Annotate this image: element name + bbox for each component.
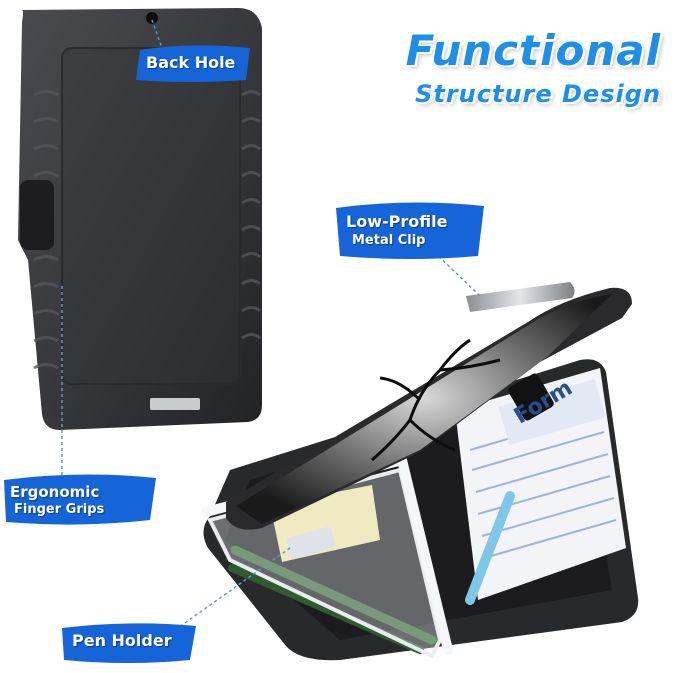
back-hole xyxy=(146,12,158,24)
tree-silhouette xyxy=(371,338,501,462)
tree-artwork-lid xyxy=(236,294,612,524)
lid-hinge-lock xyxy=(508,373,554,421)
bottom-tab xyxy=(150,398,200,410)
blue-pen xyxy=(465,491,515,605)
holder-latch xyxy=(286,526,336,560)
headline-structure-design: Structure Design xyxy=(415,80,661,108)
clipboard-open-case xyxy=(201,282,639,661)
callout-clip-title: Low-Profile xyxy=(346,212,448,231)
finger-grip-ribs xyxy=(33,90,261,370)
callout-grip-title: Ergonomic xyxy=(10,483,100,501)
form-paper xyxy=(455,368,626,600)
callout-grip-subtitle: Finger Grips xyxy=(14,502,105,517)
clipboard-back xyxy=(18,8,262,430)
label-brushes xyxy=(4,45,484,663)
side-latch xyxy=(20,180,54,250)
headline-functional: Functional xyxy=(405,26,661,75)
back-recessed-panel xyxy=(61,47,241,385)
metal-clip xyxy=(466,282,575,312)
callout-clip-subtitle: Metal Clip xyxy=(352,233,426,248)
clip-brush xyxy=(336,202,484,259)
green-pencil xyxy=(230,545,437,645)
callout-back-hole: Back Hole xyxy=(146,53,236,72)
leader-lines xyxy=(61,19,481,629)
form-header-box xyxy=(498,378,606,446)
pen-holder-brush xyxy=(62,623,196,663)
callout-pen-holder: Pen Holder xyxy=(72,631,172,650)
back-hole-brush xyxy=(136,45,250,82)
grip-brush xyxy=(4,474,156,525)
